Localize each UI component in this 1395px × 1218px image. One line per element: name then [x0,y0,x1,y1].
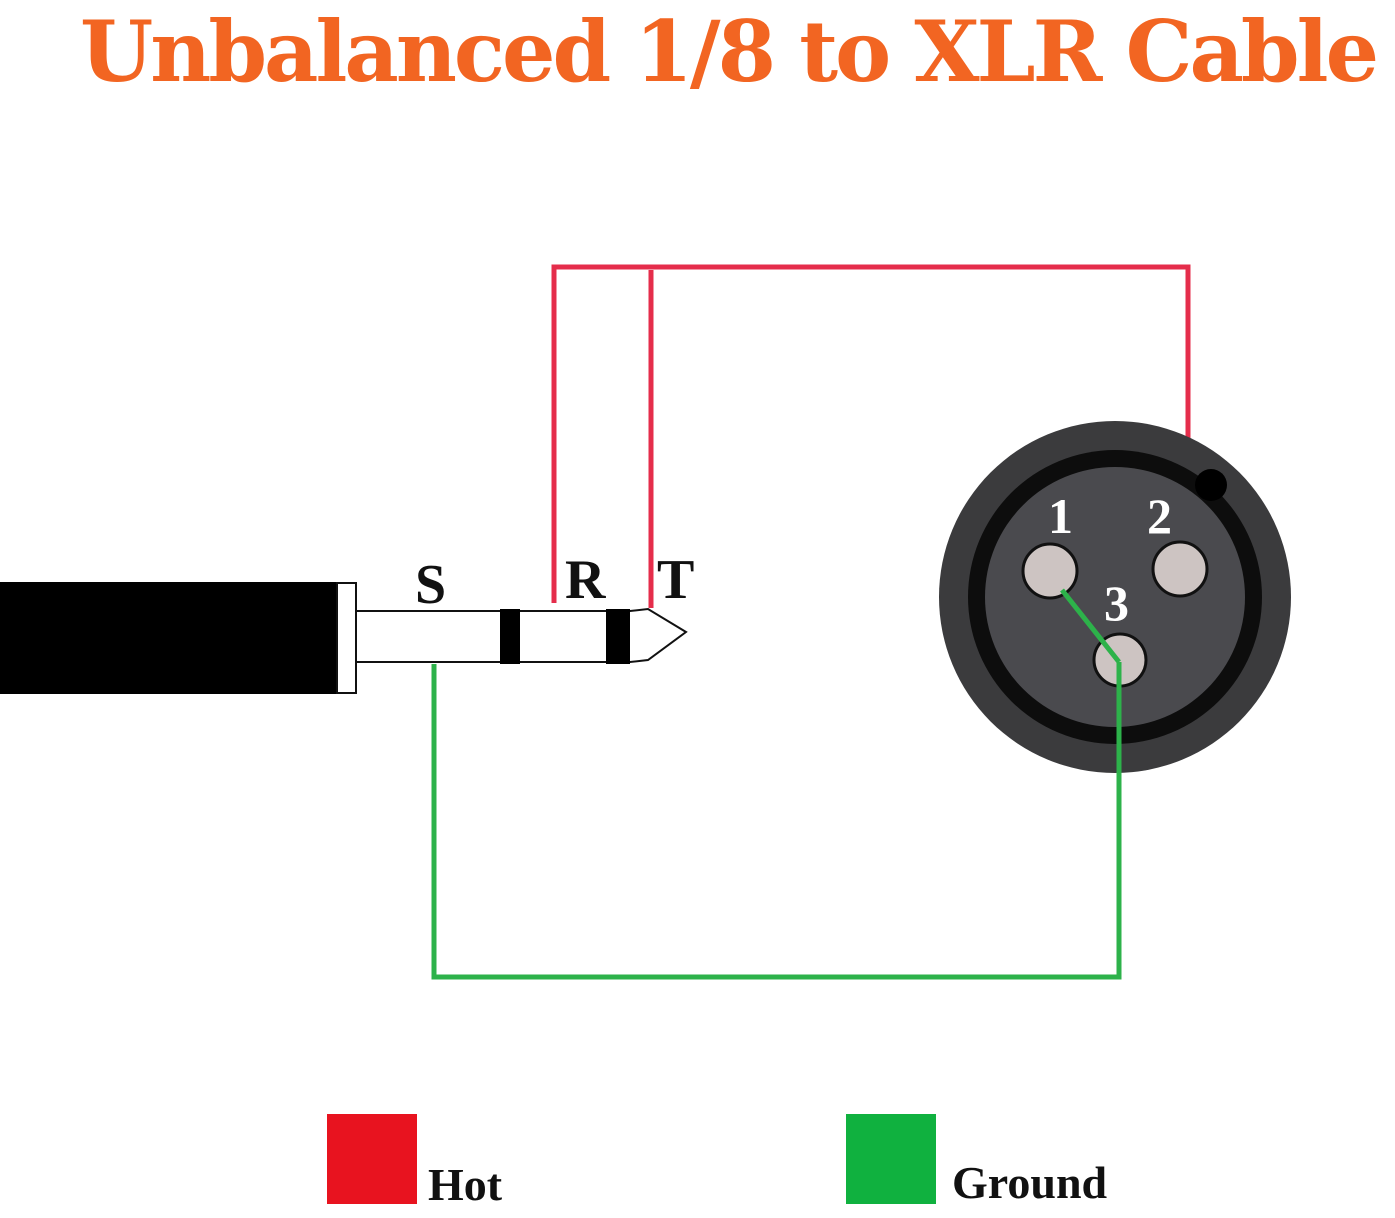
xlr-key-notch [1195,469,1227,501]
legend-ground-label: Ground [952,1157,1108,1208]
pin-3-label: 3 [1104,575,1129,631]
xlr-face [985,467,1245,727]
sleeve-ground-wire [431,662,1122,980]
legend-hot-label: Hot [428,1159,503,1210]
ring-tip-insulator [606,609,630,664]
plug-shaft [355,607,688,663]
tip-label: T [657,549,694,611]
trs-plug: S R T [0,549,694,694]
sleeve-ring-insulator [500,609,520,664]
hot-wires [551,264,1191,608]
legend: Hot Ground [327,1114,1108,1210]
legend-hot-swatch [327,1114,417,1204]
pin-1-label: 1 [1048,488,1073,544]
pin1-to-pin3-jumper [1060,588,1121,664]
pin-2-label: 2 [1147,488,1172,544]
ground-wires [431,588,1122,980]
xlr-pin-2 [1151,540,1209,598]
xlr-connector: 1 2 3 [939,421,1291,773]
diagram-title: Unbalanced 1/8 to XLR Cable [80,2,1379,101]
plug-collar [336,582,357,694]
ring-hot-wire [551,264,1191,603]
sleeve-label: S [415,554,446,616]
legend-ground-swatch [846,1114,936,1204]
xlr-pin-1 [1021,542,1079,600]
ring-label: R [565,549,606,611]
cable-body [0,582,340,694]
